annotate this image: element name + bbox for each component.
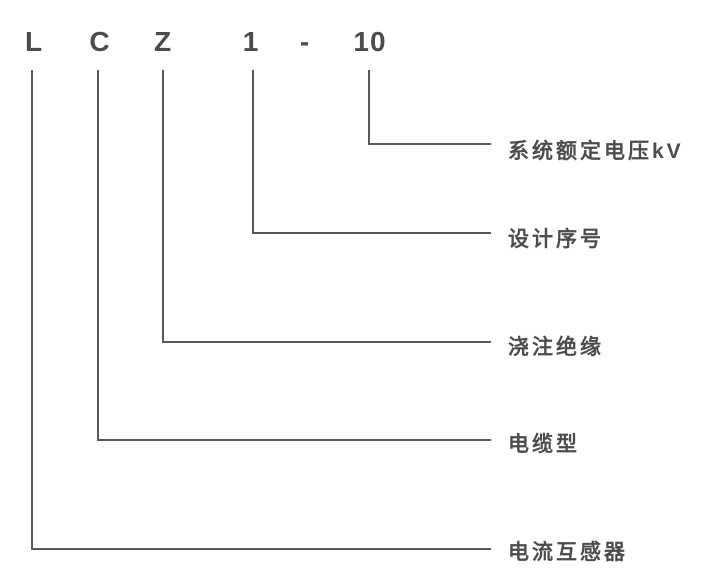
- code-char-L: L: [24, 26, 44, 57]
- annotation-cast-insulation: 浇注绝缘: [508, 336, 604, 359]
- code-char-10: 10: [353, 26, 387, 57]
- annotation-design-serial: 设计序号: [508, 228, 604, 251]
- connector-line-10: [368, 70, 491, 145]
- connector-line-Z: [162, 70, 491, 343]
- annotation-cable-type: 电缆型: [508, 433, 580, 456]
- annotation-current-transformer: 电流互感器: [508, 541, 628, 564]
- connector-line-1: [252, 70, 491, 234]
- code-char-1: 1: [242, 26, 260, 57]
- code-char-dash: -: [299, 26, 311, 57]
- code-char-Z: Z: [153, 26, 173, 57]
- code-char-C: C: [89, 26, 111, 57]
- annotation-rated-voltage: 系统额定电压kV: [508, 140, 684, 163]
- connector-line-L: [31, 70, 491, 550]
- connector-line-C: [97, 70, 491, 441]
